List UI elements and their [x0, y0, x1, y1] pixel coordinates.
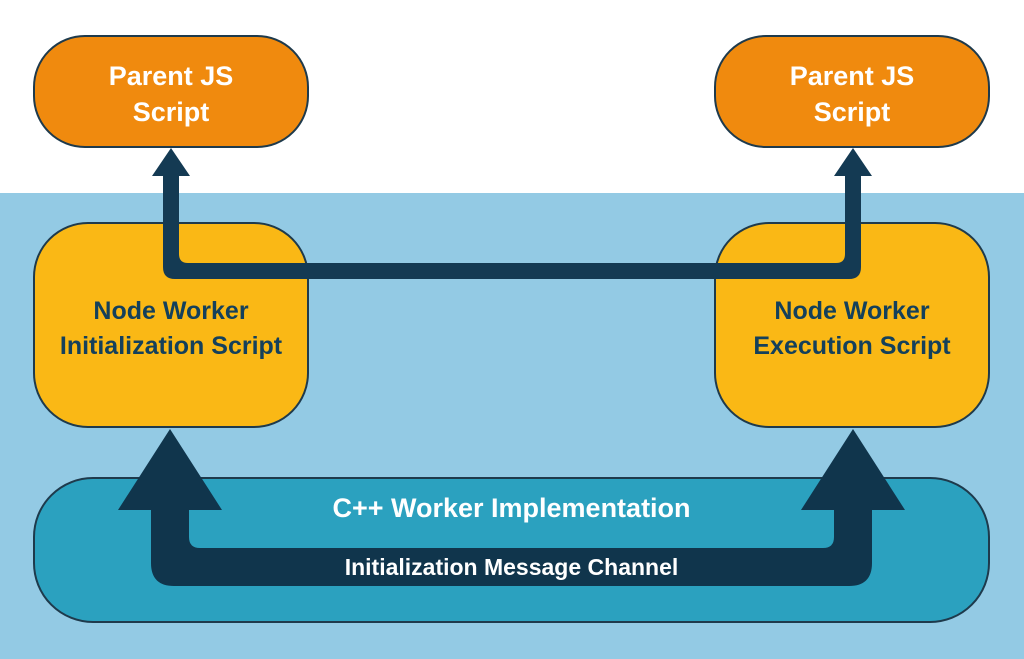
parent-message-arrows-connector — [152, 148, 872, 279]
node-parent-js-script-right: Parent JS Script — [714, 35, 990, 148]
parent-right-label-line1: Parent JS — [789, 60, 915, 91]
worker-init-label-line1: Node Worker — [93, 297, 249, 325]
worker-exec-label-line1: Node Worker — [774, 297, 930, 325]
parent-right-label-line2: Script — [813, 96, 891, 127]
parent-left-label-line2: Script — [132, 96, 210, 127]
initialization-message-channel-arrows — [118, 429, 905, 586]
node-parent-js-script-left: Parent JS Script — [33, 35, 309, 148]
cpp-worker-implementation-label: C++ Worker Implementation — [332, 493, 691, 523]
initialization-message-channel-label: Initialization Message Channel — [344, 554, 679, 580]
worker-exec-label-line2: Execution Script — [753, 332, 951, 360]
worker-init-label-line2: Initialization Script — [59, 332, 283, 360]
parent-left-label-line1: Parent JS — [108, 60, 234, 91]
